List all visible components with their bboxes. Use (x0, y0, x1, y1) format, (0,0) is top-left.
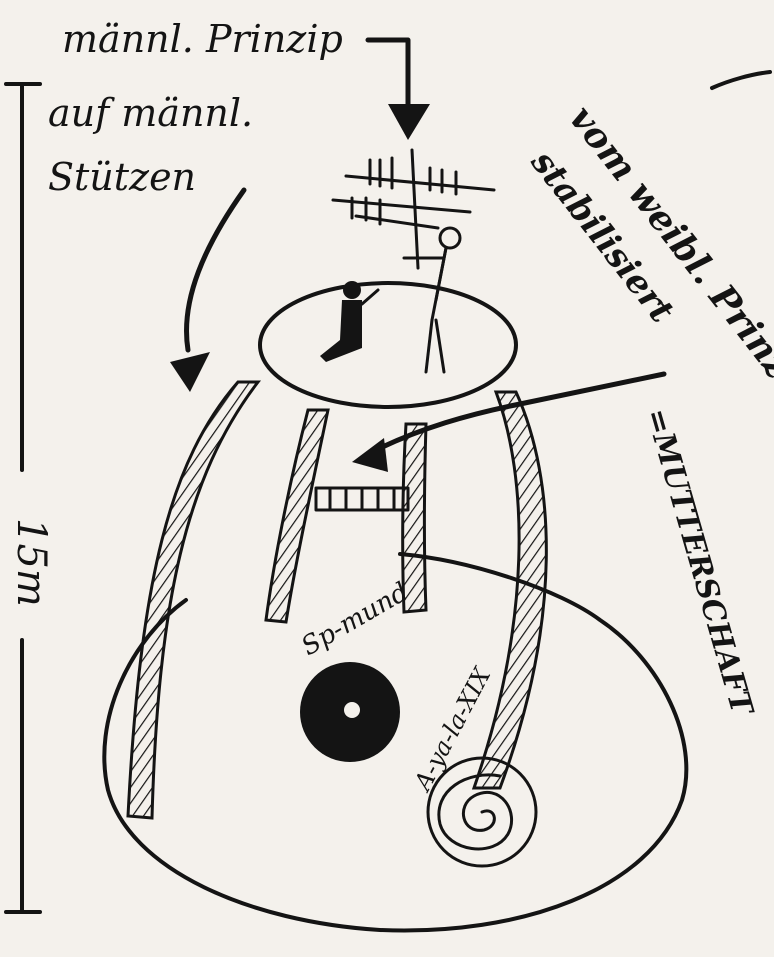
standing-figure (404, 228, 460, 372)
height-scale (6, 84, 40, 912)
lintel (316, 488, 408, 510)
height-label: 15m (8, 518, 54, 607)
dark-circle-center (344, 702, 360, 718)
label-male-principle-1: männl. Prinzip (62, 17, 343, 61)
label-female-principle-1: vom weibl. Prinzip (561, 98, 774, 417)
label-motherhood: =MUTTERSCHAFT (638, 405, 760, 722)
pillar-right (474, 392, 546, 788)
antenna-structure (333, 150, 494, 268)
platform-disc (260, 283, 516, 407)
pillar-left (128, 382, 258, 818)
stray-stroke (712, 72, 770, 88)
pillar-center-right (403, 424, 426, 612)
arrow-left-curve (170, 190, 244, 392)
label-male-principle-3: Stützen (48, 155, 196, 199)
kneeling-figure (320, 281, 378, 362)
label-male-principle-2: auf männl. (48, 91, 253, 135)
arrow-top (368, 40, 430, 140)
pillar-center-left (266, 410, 328, 622)
label-left-circle: Sp-mund (297, 577, 414, 662)
